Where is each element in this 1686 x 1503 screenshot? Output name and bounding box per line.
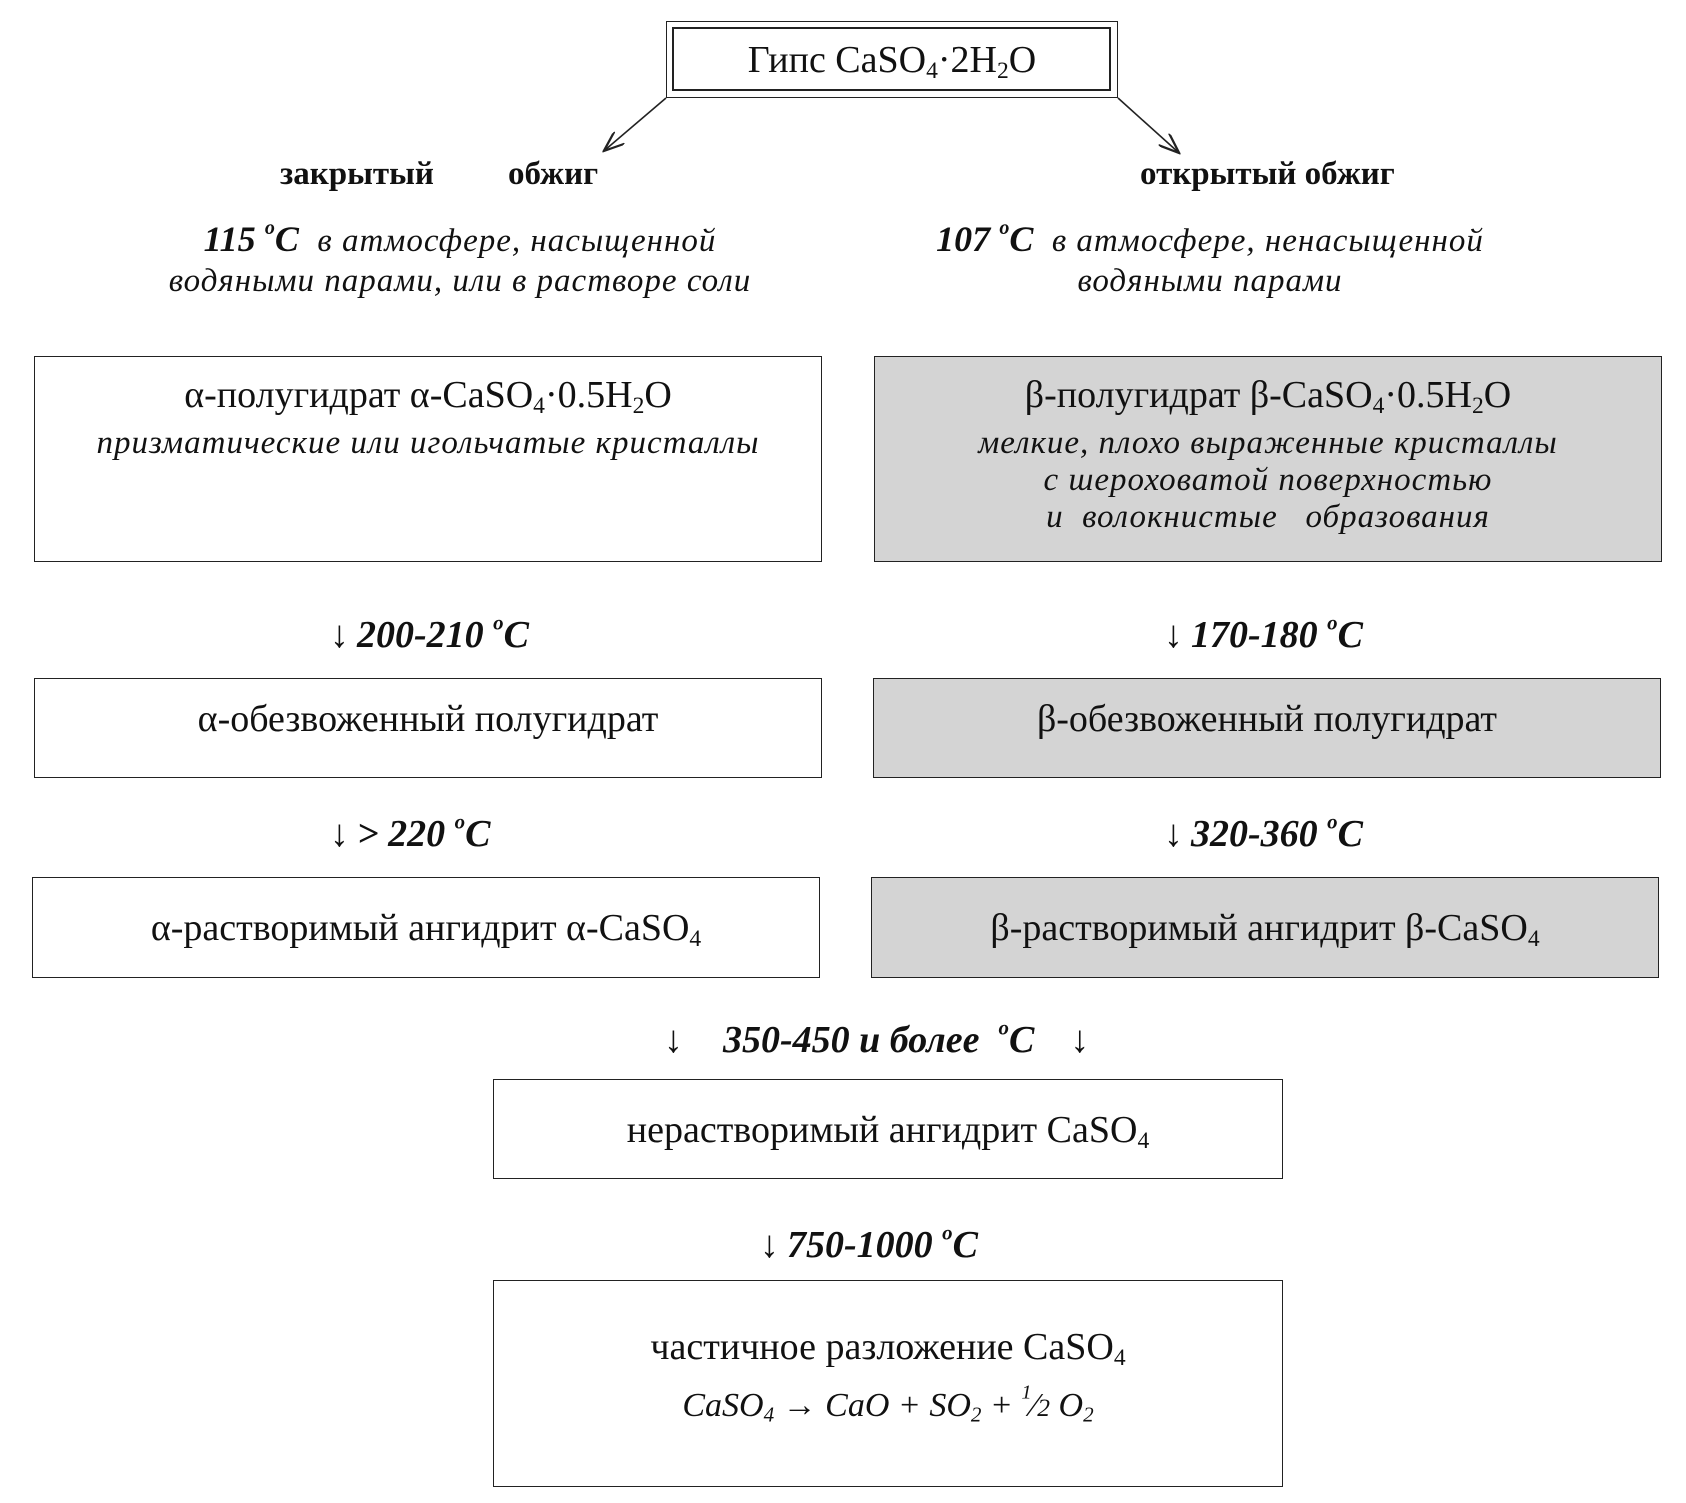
merge-arrow: ↓350-450 и более oC↓ <box>664 1015 1090 1061</box>
right-arrow-1: ↓170-180 oC <box>1164 610 1363 656</box>
left-heading-a: закрытый <box>280 156 434 192</box>
alpha-hemihydrate-box: α-полугидрат α-CaSO4·0.5H2O призматическ… <box>34 356 822 562</box>
left-conditions-line2: водяными парами, или в растворе соли <box>168 263 752 299</box>
down-arrow-icon: ↓ <box>760 1224 779 1266</box>
left-arrow-2: ↓> 220 oC <box>330 809 491 855</box>
down-arrow-icon: ↓ <box>330 614 349 656</box>
left-arrow-1: ↓200-210 oC <box>330 610 529 656</box>
right-conditions: 107 oC в атмосфере, ненасыщенной водяным… <box>880 218 1686 302</box>
insoluble-anhydrite-box: нерастворимый ангидрит CaSO4 <box>493 1079 1283 1179</box>
down-arrow-icon: ↓ <box>1164 813 1183 855</box>
down-arrow-icon-left: ↓ <box>664 1019 683 1061</box>
beta-hemihydrate-desc: мелкие, плохо выраженные кристаллы с шер… <box>875 425 1661 536</box>
alpha-hemihydrate-title: α-полугидрат α-CaSO4·0.5H2O <box>184 374 672 419</box>
alpha-dehydrated-title: α-обезвоженный полугидрат <box>197 698 659 740</box>
right-arrow-2: ↓320-360 oC <box>1164 809 1363 855</box>
insoluble-anhydrite-title: нерастворимый ангидрит CaSO4 <box>626 1109 1150 1154</box>
alpha-anhydrite-title: α-растворимый ангидрит α-CaSO4 <box>150 907 702 952</box>
final-arrow: ↓750-1000 oC <box>760 1220 978 1266</box>
decomposition-equation: CaSO4 → CaO + SO2 + 1⁄2 O2 <box>682 1381 1094 1427</box>
beta-anhydrite-box: β-растворимый ангидрит β-CaSO4 <box>871 877 1659 978</box>
beta-dehydrated-title: β-обезвоженный полугидрат <box>1036 698 1498 740</box>
down-arrow-icon: ↓ <box>330 813 349 855</box>
alpha-hemihydrate-desc: призматические или игольчатые кристаллы <box>96 425 760 461</box>
alpha-anhydrite-box: α-растворимый ангидрит α-CaSO4 <box>32 877 820 978</box>
right-conditions-line2: водяными парами <box>1077 263 1343 299</box>
beta-desc-line3: и волокнистые образования <box>1046 499 1490 535</box>
down-arrow-icon: ↓ <box>1164 614 1183 656</box>
arrow-to-open-firing <box>1117 97 1178 152</box>
beta-hemihydrate-title: β-полугидрат β-CaSO4·0.5H2O <box>1024 374 1512 419</box>
beta-desc-line2: с шероховатой поверхностью <box>1043 462 1493 498</box>
left-heading-b: обжиг <box>508 156 599 192</box>
gypsum-box-inner <box>672 27 1111 91</box>
beta-hemihydrate-box: β-полугидрат β-CaSO4·0.5H2O мелкие, плох… <box>874 356 1662 562</box>
arrow-to-closed-firing <box>605 97 667 150</box>
down-arrow-icon-right: ↓ <box>1070 1019 1090 1061</box>
left-conditions-line1: 115 oC в атмосфере, насыщенной <box>203 217 717 259</box>
right-heading: открытый обжиг <box>1140 156 1395 192</box>
gypsum-title: Гипс CaSO4·2H2O <box>747 39 1037 84</box>
gypsum-box-outer: Гипс CaSO4·2H2O <box>666 21 1118 98</box>
beta-dehydrated-box: β-обезвоженный полугидрат <box>873 678 1661 778</box>
beta-anhydrite-title: β-растворимый ангидрит β-CaSO4 <box>990 907 1540 952</box>
decomposition-title: частичное разложение CaSO4 <box>650 1326 1126 1371</box>
right-conditions-line1: 107 oC в атмосфере, ненасыщенной <box>936 217 1484 259</box>
left-heading: закрытый <box>280 156 434 193</box>
left-conditions: 115 oC в атмосфере, насыщенной водяными … <box>60 218 860 302</box>
decomposition-box: частичное разложение CaSO4 CaSO4 → CaO +… <box>493 1280 1283 1487</box>
beta-desc-line1: мелкие, плохо выраженные кристаллы <box>978 425 1558 461</box>
alpha-dehydrated-box: α-обезвоженный полугидрат <box>34 678 822 778</box>
